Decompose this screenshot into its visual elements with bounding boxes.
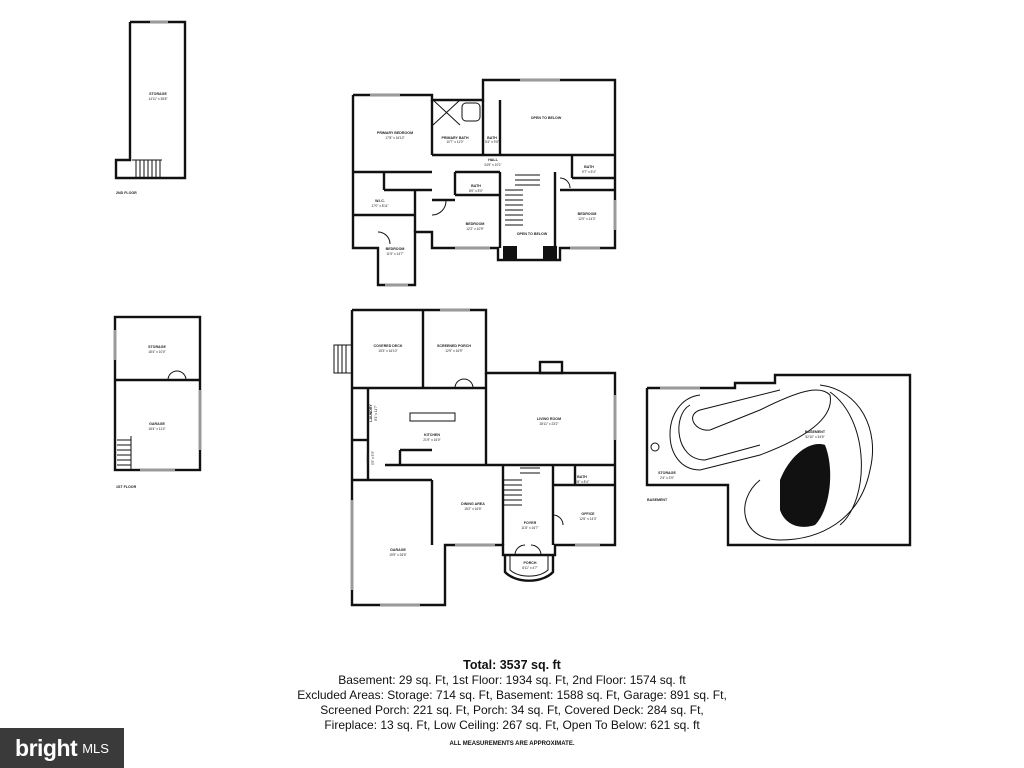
room-name: FOYER	[524, 521, 537, 525]
total-area: Total: 3537 sq. ft	[463, 658, 561, 672]
room-dim: 11'8" x 16'7"	[521, 526, 538, 530]
detached-garage-plan: STORAGE 18'4" x 10'0" GARAGE 18'4" x 11'…	[113, 315, 202, 472]
room-dim: 18'4" x 10'0"	[148, 350, 165, 354]
room-dim: 24'9" x 10'1"	[484, 163, 501, 167]
room-name: BATH	[487, 136, 497, 140]
column-block	[503, 246, 517, 260]
room-name: DINING AREA	[461, 502, 485, 506]
room-name: COVERED DECK	[374, 344, 403, 348]
floor-label-1st: 1ST FLOOR	[116, 485, 137, 489]
room-dim: 19'9" x 26'5"	[389, 553, 406, 557]
room-name: HALL	[488, 158, 498, 162]
room-dim: 28'11" x 23'2"	[539, 422, 558, 426]
room-name: SCREENED PORCH	[437, 344, 471, 348]
room-name: LAUNDRY	[369, 404, 373, 422]
summary-line: Screened Porch: 221 sq. Ft, Porch: 34 sq…	[320, 703, 704, 717]
room-name: LIVING ROOM	[537, 417, 561, 421]
stairs	[117, 436, 132, 469]
summary-line: Fireplace: 13 sq. Ft, Low Ceiling: 267 s…	[324, 718, 700, 732]
room-dim: 21'9" x 16'0"	[423, 438, 440, 442]
room-dim: 5'4" x 9'5"	[485, 140, 499, 144]
room-name: HALL	[366, 452, 370, 462]
summary-line: Basement: 29 sq. Ft, 1st Floor: 1934 sq.…	[338, 673, 686, 687]
room-dim: 8'1" x 11'7"	[374, 405, 378, 420]
room-name: BATH	[584, 165, 594, 169]
room-dim: 17'0" x 8'11"	[371, 204, 388, 208]
bright-mls-logo: bright MLS	[0, 728, 124, 768]
room-dim: 14'11" x 35'8"	[148, 97, 167, 101]
room-name: PRIMARY BATH	[441, 136, 468, 140]
disclaimer: ALL MEASUREMENTS ARE APPROXIMATE.	[449, 741, 575, 747]
room-name: W.I.C.	[375, 199, 385, 203]
room-dim: 9'7" x 5'4"	[582, 170, 596, 174]
room-name: BEDROOM	[386, 247, 405, 251]
room-dim: 2'4" x 3'9"	[660, 476, 674, 480]
column-block	[543, 246, 557, 260]
room-name: KITCHEN	[424, 433, 440, 437]
room-name: OFFICE	[581, 512, 595, 516]
room-dim: 12'0" x 14'3"	[578, 217, 595, 221]
first-floor-plan: COVERED DECK 15'3" x 16'10" SCREENED POR…	[333, 308, 617, 607]
storage-2nd-floor-plan: STORAGE 14'11" x 35'8"	[114, 20, 187, 180]
room-dim: 52'10" x 34'6"	[805, 435, 824, 439]
room-dim: 12'6" x 14'3"	[579, 517, 596, 521]
room-dim: 11'9" x 14'7"	[386, 252, 403, 256]
room-name: BATH	[577, 475, 587, 479]
fireplace	[538, 360, 564, 375]
room-name: BATH	[471, 184, 481, 188]
stairs	[503, 467, 540, 506]
room-name: STORAGE	[149, 92, 167, 96]
floor-label-basement: BASEMENT	[647, 498, 668, 502]
room-name: STORAGE	[658, 471, 676, 475]
room-dim: 10'7" x 11'0"	[446, 140, 463, 144]
logo-suffix: MLS	[82, 740, 109, 756]
room-dim: 5'8" x 8'4"	[575, 480, 589, 484]
room-name: BEDROOM	[578, 212, 597, 216]
room-dim: 18'4" x 11'4"	[148, 427, 165, 431]
summary-line: Excluded Areas: Storage: 714 sq. Ft, Bas…	[297, 688, 727, 702]
room-name: OPEN TO BELOW	[517, 232, 548, 236]
area-summary: Total: 3537 sq. ft Basement: 29 sq. Ft, …	[0, 658, 1024, 748]
room-name: BASEMENT	[805, 430, 826, 434]
room-dim: 8'0" x 5'0"	[469, 189, 483, 193]
basement-plan: BASEMENT 52'10" x 34'6" STORAGE 2'4" x 3…	[645, 373, 912, 547]
logo-brand: bright	[15, 734, 78, 761]
stairs	[505, 174, 540, 226]
room-name: OPEN TO BELOW	[531, 116, 562, 120]
room-dim: 12'9" x 16'9"	[445, 349, 462, 353]
low-ceiling-area	[780, 444, 831, 527]
room-dim: 15'3" x 16'10"	[378, 349, 397, 353]
room-dim: 12'2" x 10'9"	[466, 227, 483, 231]
stairs	[132, 159, 162, 177]
room-name: BEDROOM	[466, 222, 485, 226]
room-name: PORCH	[524, 561, 537, 565]
room-name: GARAGE	[390, 548, 406, 552]
room-dim: 8'11" x 4'7"	[522, 566, 537, 570]
room-dim: 15'2" x 16'5"	[464, 507, 481, 511]
room-name: STORAGE	[148, 345, 166, 349]
room-name: PRIMARY BEDROOM	[377, 131, 413, 135]
room-dim: 9'5" x 5'3"	[371, 451, 375, 465]
second-floor-plan: PRIMARY BEDROOM 17'8" x 16'10" PRIMARY B…	[351, 78, 617, 287]
floor-label-2nd: 2ND FLOOR	[116, 191, 137, 195]
room-dim: 17'8" x 16'10"	[385, 136, 404, 140]
room-name: GARAGE	[149, 422, 165, 426]
